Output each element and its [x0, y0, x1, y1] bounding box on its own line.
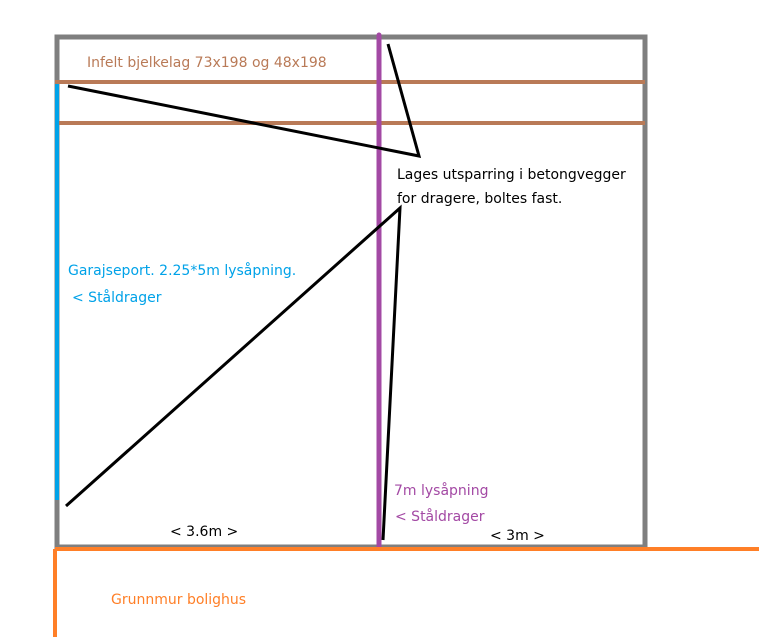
left-span-label: < 3.6m > [170, 524, 238, 540]
cutout-note-line2: for dragere, boltes fast. [397, 191, 562, 207]
pointer-line-lower [65, 204, 402, 541]
pointer-line-upper [67, 43, 422, 158]
garage-beam-label: < Ståldrager [72, 289, 162, 306]
center-beam-label: < Ståldrager [395, 508, 485, 525]
joist-label: Infelt bjelkelag 73x198 og 48x198 [87, 55, 327, 71]
center-opening-label: 7m lysåpning [394, 482, 488, 499]
foundation-label: Grunnmur bolighus [111, 592, 246, 608]
garage-door-label: Garajseport. 2.25*5m lysåpning. [68, 262, 296, 279]
right-span-label: < 3m > [490, 528, 545, 544]
cutout-note-line1: Lages utsparring i betongvegger [397, 167, 626, 183]
